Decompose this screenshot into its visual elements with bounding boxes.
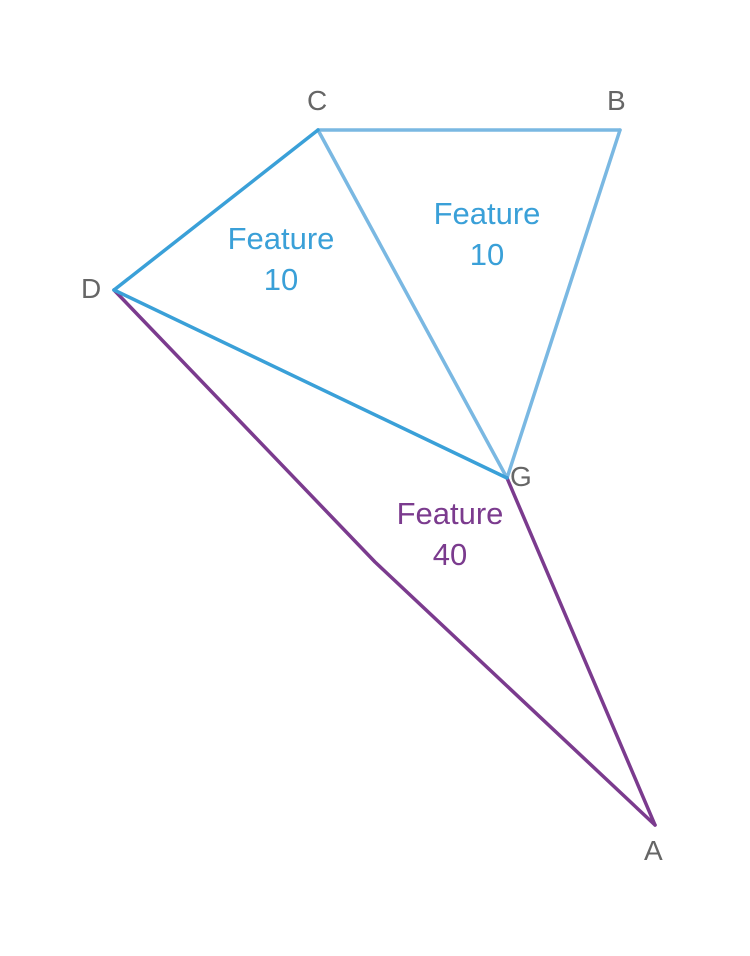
- vertex-label-b: B: [607, 85, 626, 116]
- vertex-label-d: D: [81, 273, 101, 304]
- feature-name: Feature: [434, 196, 541, 231]
- edge-d-a: [112, 288, 657, 827]
- feature-region-cbg: [316, 128, 622, 480]
- feature-name: Feature: [228, 221, 335, 256]
- edge-d-c: [112, 128, 320, 292]
- feature-value: 10: [264, 262, 298, 297]
- edge-d-g: [112, 288, 509, 480]
- edge-g-a: [505, 476, 657, 827]
- feature-value: 10: [470, 237, 504, 272]
- edge-b-g: [505, 128, 622, 480]
- feature-label-dcg: Feature 10: [228, 221, 335, 297]
- feature-label-dga: Feature 40: [397, 496, 504, 572]
- vertex-label-c: C: [307, 85, 327, 116]
- feature-label-cbg: Feature 10: [434, 196, 541, 272]
- feature-value: 40: [433, 537, 467, 572]
- feature-name: Feature: [397, 496, 504, 531]
- vertex-label-g: G: [510, 461, 532, 492]
- feature-region-dga: [112, 288, 657, 827]
- vertex-label-a: A: [644, 835, 663, 866]
- edge-c-g: [316, 128, 509, 480]
- feature-region-dcg: [112, 128, 509, 480]
